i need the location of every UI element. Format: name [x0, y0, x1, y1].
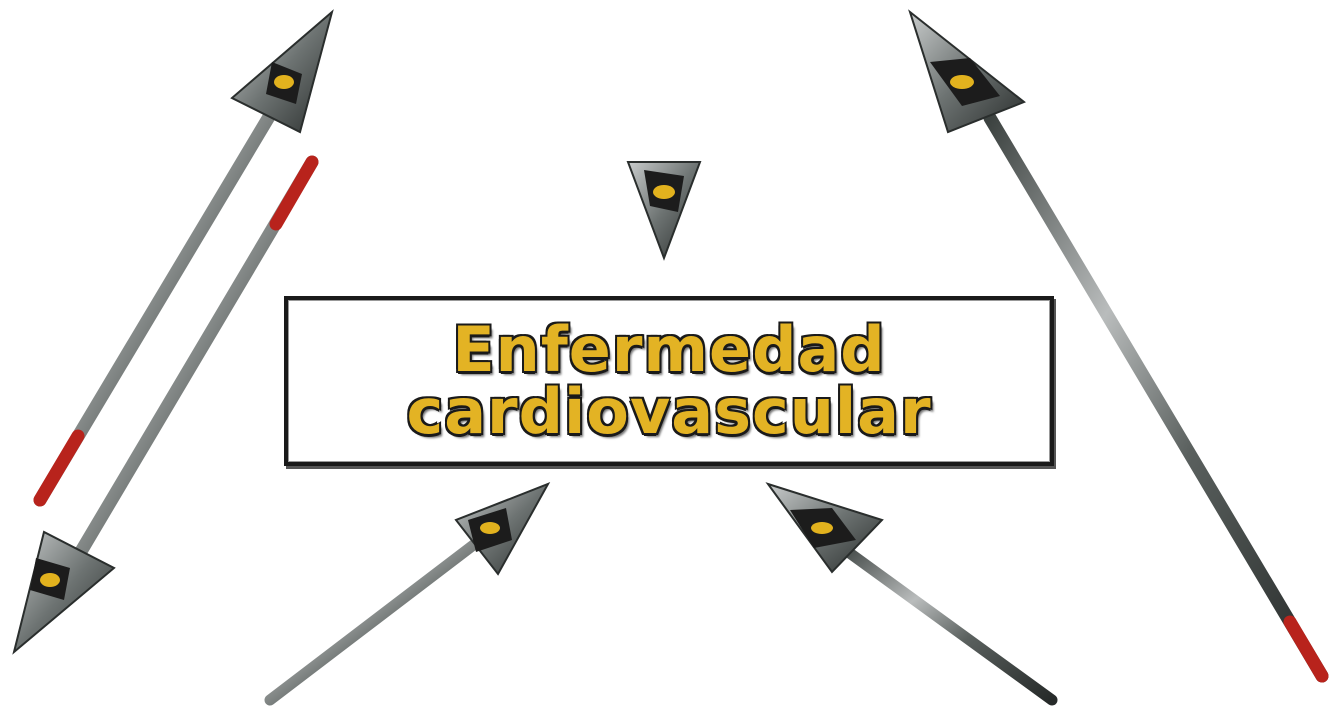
arrow-bottom-right	[768, 484, 1052, 700]
disease-title-line-2: cardiovascular	[406, 381, 931, 443]
arrow-top-center	[628, 10, 700, 258]
disease-title-line-1: Enfermedad	[452, 319, 885, 381]
arrow-bottom-left	[270, 484, 548, 700]
arrow-left-pair-down	[14, 162, 312, 652]
disease-box: Enfermedad cardiovascular	[284, 296, 1054, 466]
